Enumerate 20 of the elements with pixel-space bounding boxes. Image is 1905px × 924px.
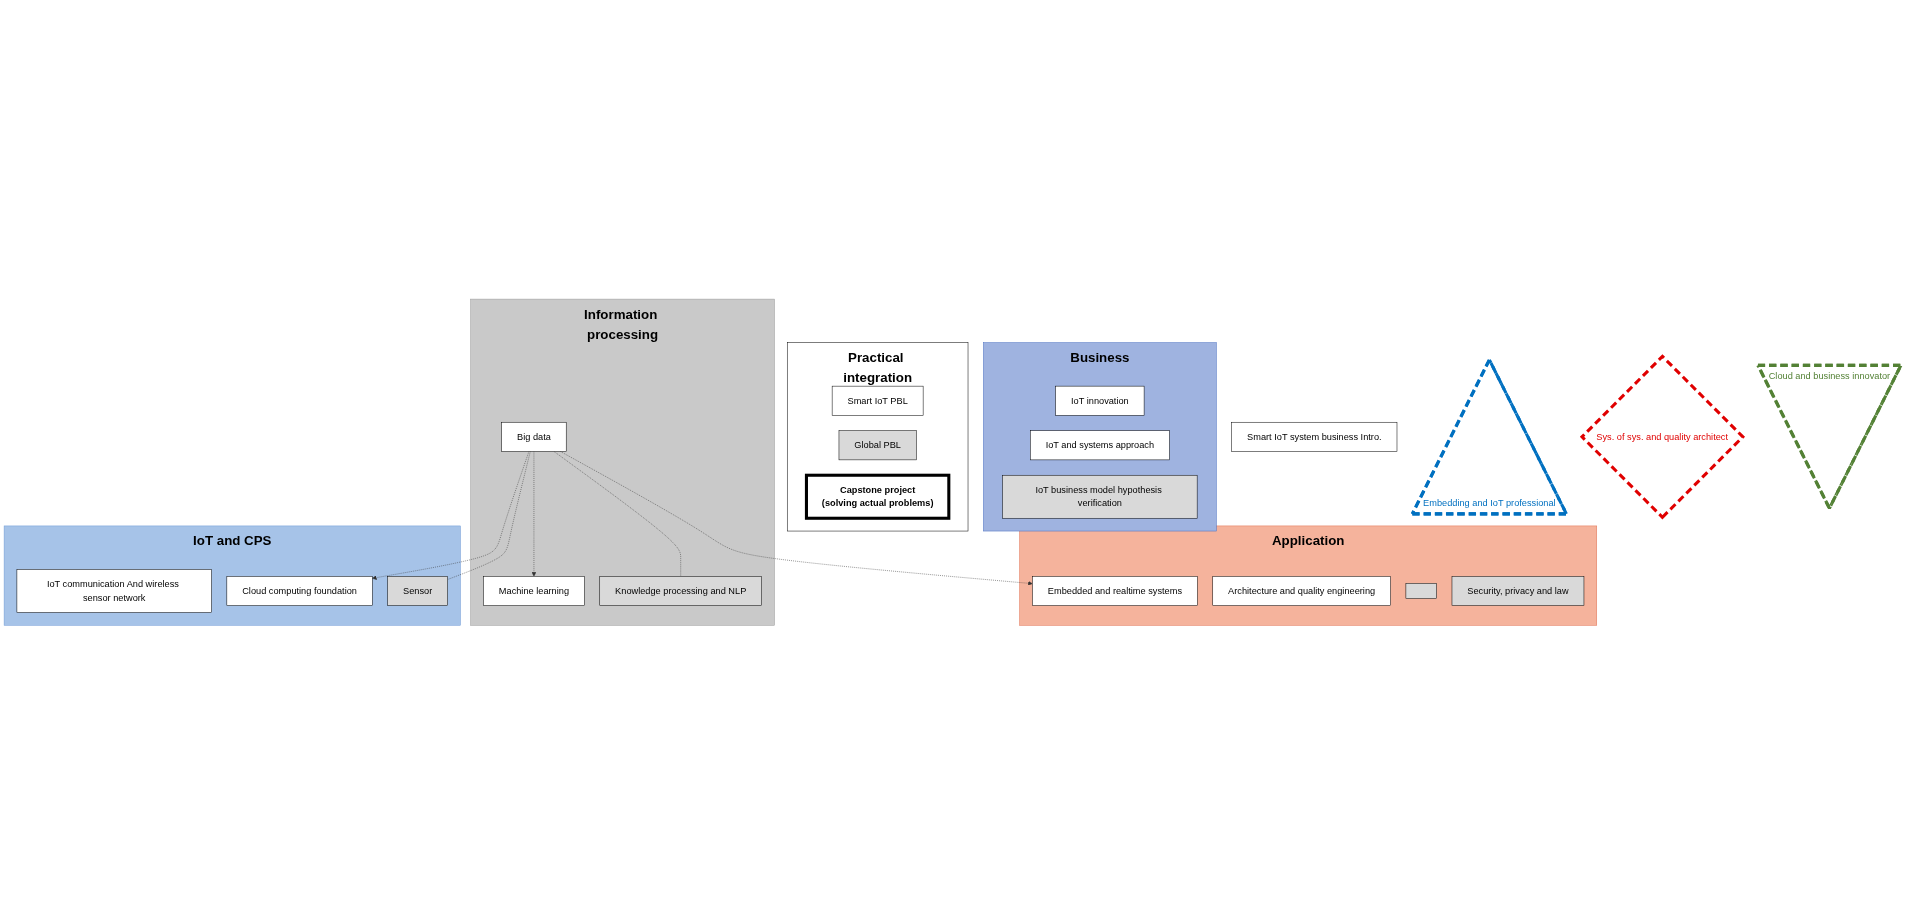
node-box: Big data: [501, 421, 567, 452]
connector: [447, 451, 531, 580]
node-box: Smart IoT system business Intro.: [1231, 421, 1398, 452]
node-box: Architecture and quality engineering: [1212, 575, 1391, 606]
connector: [553, 451, 681, 577]
node-box: Security, privacy and law: [1451, 575, 1585, 606]
node-box: Smart IoT PBL: [831, 385, 924, 416]
node-box: Machine learning: [483, 575, 585, 606]
node-box: Embedded and realtime systems: [1032, 575, 1198, 606]
node-box: IoT business model hypothesis verification: [1002, 474, 1198, 519]
node-box: Knowledge processing and NLP: [599, 575, 762, 606]
node-box: Cloud computing foundation: [226, 575, 373, 606]
node-box: [1405, 582, 1437, 599]
node-box: IoT innovation: [1055, 385, 1145, 416]
node-box: IoT communication And wireless sensor network: [16, 569, 212, 613]
node-box: Global PBL: [838, 430, 917, 460]
node-box: Sensor: [387, 575, 448, 606]
node-box: IoT and systems approach: [1030, 430, 1170, 460]
node-box: Capstone project (solving actual problems): [804, 473, 951, 520]
node-diamond: Sys. of sys. and quality architect: [1579, 354, 1746, 520]
